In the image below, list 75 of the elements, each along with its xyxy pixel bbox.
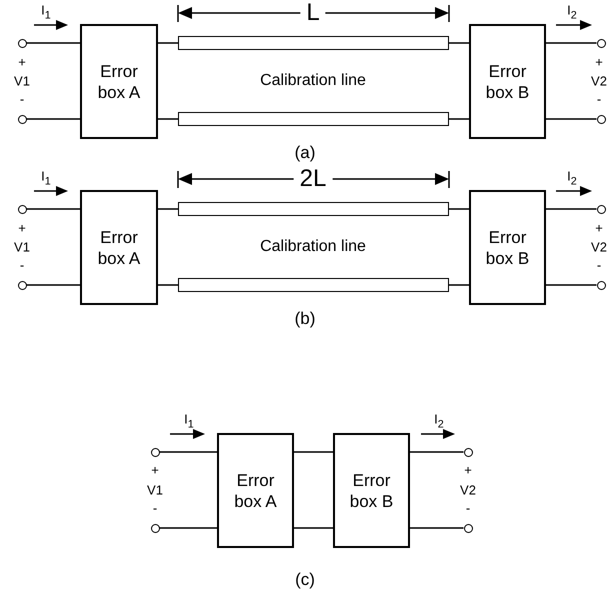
wire: [546, 42, 596, 44]
panel-label: (b): [294, 309, 316, 329]
voltage-label: V1: [14, 240, 30, 254]
terminal-circle: [596, 38, 606, 48]
terminal-circle: [596, 114, 606, 124]
terminal-circle: [150, 448, 160, 456]
voltage-label: V1: [147, 482, 163, 498]
wire: [26, 42, 80, 44]
wire: [546, 208, 596, 210]
terminal-circle: [596, 280, 606, 290]
wire: [158, 208, 178, 210]
error-box: Error box B: [333, 433, 410, 548]
terminal-circle: [464, 448, 472, 456]
transmission-line-bar: [178, 278, 449, 292]
polarity-sign: -: [152, 500, 158, 516]
current-label: I$_{2}$: [567, 168, 577, 188]
wire: [449, 42, 469, 44]
wire: [546, 118, 596, 120]
polarity-sign: +: [151, 462, 159, 478]
wire: [410, 451, 464, 453]
terminal-circle: [18, 114, 26, 124]
wire: [294, 527, 333, 529]
terminal-circle: [18, 204, 26, 214]
terminal-circle: [596, 204, 606, 214]
panel-label: (c): [295, 570, 315, 590]
current-label: I$_{1}$: [184, 412, 194, 430]
voltage-label: V2: [460, 482, 476, 498]
wire: [546, 284, 596, 286]
error-box: Error box B: [469, 190, 546, 305]
polarity-sign: +: [18, 220, 26, 236]
transmission-line-bar: [178, 202, 449, 216]
line-label: Calibration line: [260, 72, 366, 90]
wire: [160, 527, 217, 529]
polarity-sign: -: [20, 92, 24, 106]
polarity-sign: -: [466, 500, 470, 516]
polarity-sign: +: [595, 220, 603, 236]
current-label: I$_{1}$: [41, 2, 51, 22]
current-label: I$_{2}$: [434, 412, 444, 430]
polarity-sign: +: [464, 462, 472, 478]
wire: [449, 284, 469, 286]
length-label: L: [300, 4, 326, 22]
voltage-label: V2: [591, 74, 607, 88]
wire: [26, 118, 80, 120]
current-label: I$_{1}$: [41, 168, 51, 188]
current-label: I$_{2}$: [567, 2, 577, 22]
error-box: Error box A: [80, 24, 158, 139]
wire: [158, 42, 178, 44]
polarity-sign: -: [20, 258, 24, 272]
voltage-label: V1: [14, 74, 30, 88]
terminal-circle: [18, 280, 26, 290]
wire: [158, 284, 178, 286]
wire: [26, 284, 80, 286]
wire: [449, 208, 469, 210]
panel-label: (a): [294, 143, 316, 163]
transmission-line-bar: [178, 112, 449, 126]
voltage-label: V2: [591, 240, 607, 254]
terminal-circle: [464, 524, 472, 532]
terminal-circle: [150, 524, 160, 532]
error-box: Error box B: [469, 24, 546, 139]
transmission-line-bar: [178, 36, 449, 50]
terminal-circle: [18, 38, 26, 48]
polarity-sign: +: [595, 54, 603, 70]
polarity-sign: +: [18, 54, 26, 70]
line-label: Calibration line: [260, 238, 366, 256]
wire: [26, 208, 80, 210]
wire: [294, 451, 333, 453]
polarity-sign: -: [596, 258, 602, 272]
length-label: 2L: [294, 170, 332, 188]
wire: [158, 118, 178, 120]
wire: [410, 527, 464, 529]
error-box: Error box A: [217, 433, 294, 548]
wire: [449, 118, 469, 120]
error-box: Error box A: [80, 190, 158, 305]
wire: [160, 451, 217, 453]
polarity-sign: -: [596, 92, 602, 106]
